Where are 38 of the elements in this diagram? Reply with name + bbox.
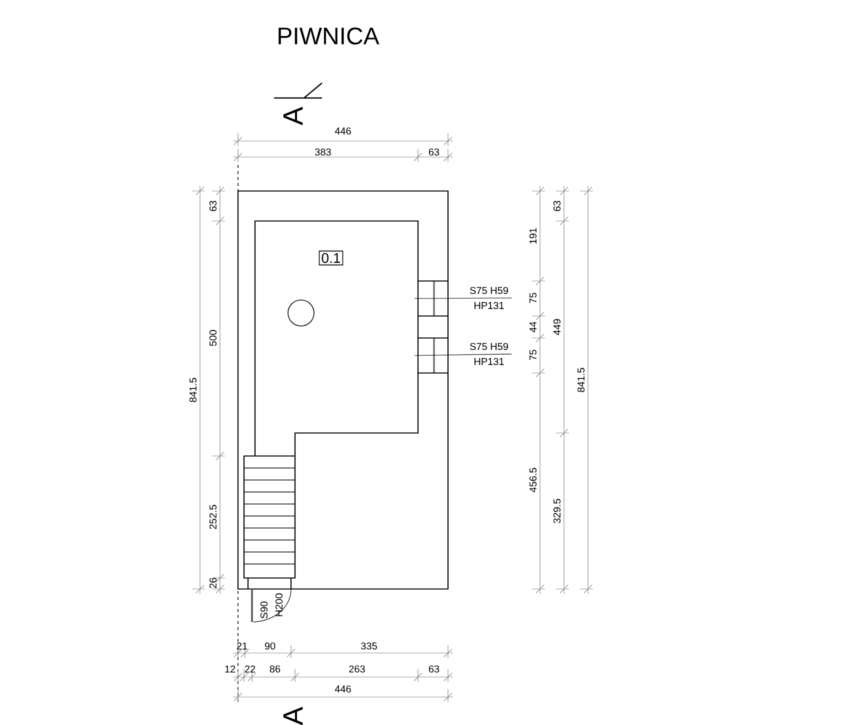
dimension-text: 456.5 <box>529 468 537 492</box>
dimension-text: 500 <box>209 330 217 346</box>
dimension-text: 75 <box>530 350 536 360</box>
dimension-text: 383 <box>315 148 331 156</box>
room-number-tag: 0.1 <box>318 250 344 266</box>
dimension-text: 90 <box>264 642 276 650</box>
dimension-text: 191 <box>529 228 537 244</box>
dimension-text: 63 <box>428 148 440 156</box>
window-opening <box>418 338 448 374</box>
dimension-text: 63 <box>553 200 561 212</box>
dimension-text: 63 <box>209 200 217 212</box>
dimension-text: 449 <box>553 319 561 336</box>
dimension-text: 44 <box>530 322 536 332</box>
dimension-text: 841.5 <box>577 368 585 392</box>
dimension-text: 446 <box>334 127 351 135</box>
title: PIWNICA <box>278 28 380 44</box>
leader-line <box>414 298 512 299</box>
window-label: S75 H59 HP131 <box>470 342 508 366</box>
dimension-text: 75 <box>530 292 536 304</box>
dimension-text: 26 <box>209 578 217 588</box>
dimension-text: 21 <box>236 642 248 650</box>
dimension-text: 63 <box>428 665 440 673</box>
dimension-text: 22 <box>244 666 256 672</box>
section-mark: A <box>283 706 303 725</box>
window-opening <box>418 280 448 316</box>
dimension-text: 841.5 <box>189 378 197 402</box>
door-label: H200 <box>275 593 283 616</box>
dimension-text: 329.5 <box>553 498 561 524</box>
dimension-text: 86 <box>270 665 280 673</box>
dimension-text: 335 <box>361 642 377 650</box>
dimension-text: 252.5 <box>209 504 217 529</box>
section-mark: A <box>283 106 303 126</box>
dimension-text: 12 <box>225 666 236 672</box>
leader-line <box>414 354 512 356</box>
window-label: S75 H59 HP131 <box>470 286 508 310</box>
dimension-text: 446 <box>334 685 351 693</box>
dimension-text: 263 <box>349 665 365 673</box>
door-label: S90 <box>260 601 268 618</box>
